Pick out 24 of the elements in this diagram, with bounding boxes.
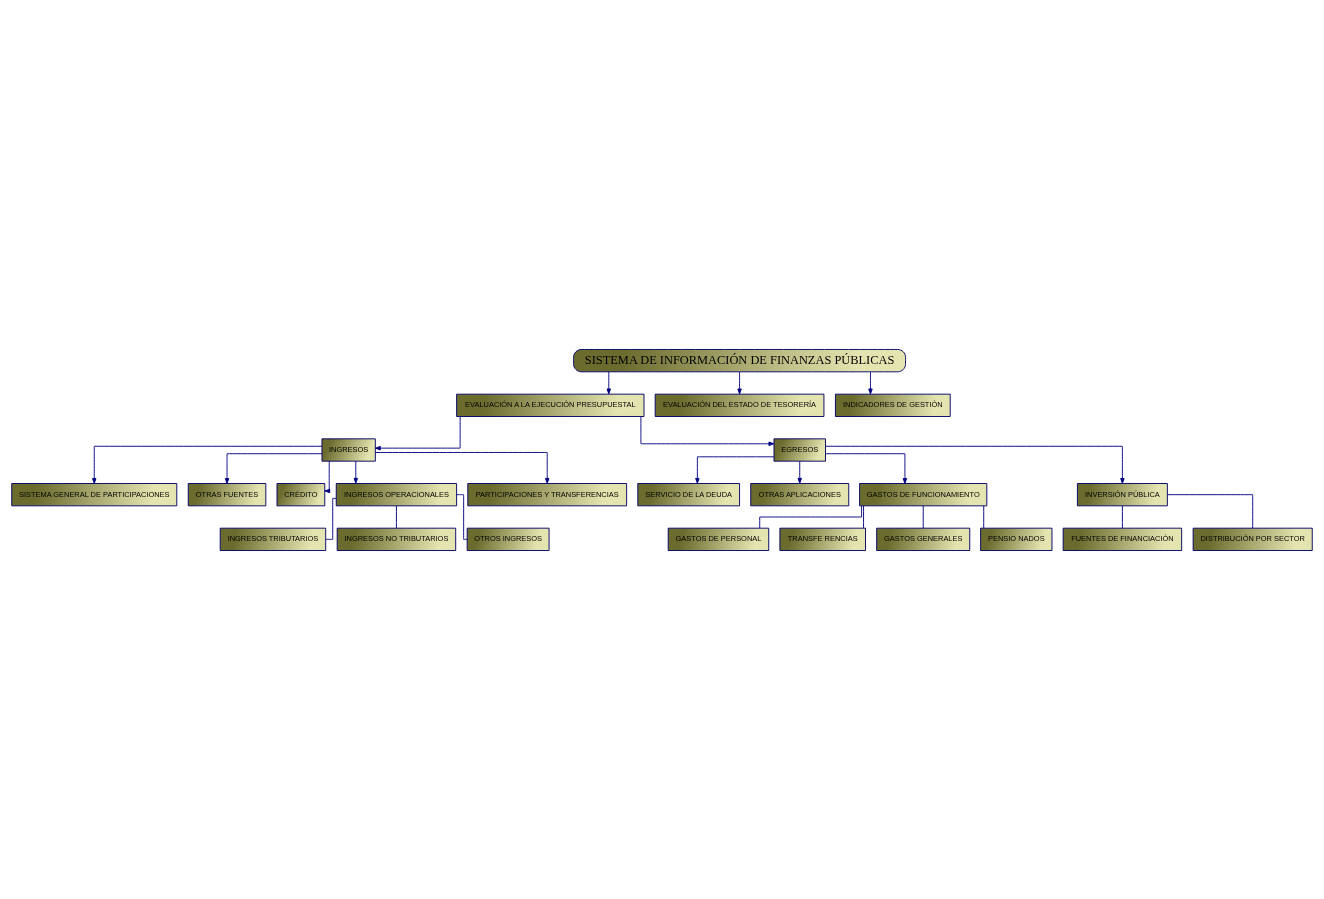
arrow [737,370,742,394]
connector [1121,505,1123,528]
connector [325,497,337,540]
arrow [353,460,358,484]
arrow [825,445,1125,484]
arrow [868,370,873,394]
arrow [640,415,775,446]
arrow [324,460,331,493]
arrow [825,452,908,484]
arrow [695,455,775,484]
arrow [374,451,550,484]
node-box: SISTEMA DE INFORMACIÓN DE FINANZAS PÚBLICAS [573,348,906,372]
connector [395,505,397,528]
arrow [92,445,323,484]
connector [922,505,924,528]
connector [983,505,985,528]
connector [456,493,468,540]
arrow [797,460,802,484]
connector [863,505,864,528]
arrow [374,415,461,450]
connector [759,505,863,528]
connector [1166,493,1254,529]
arrow [224,452,323,484]
arrow [606,370,611,394]
